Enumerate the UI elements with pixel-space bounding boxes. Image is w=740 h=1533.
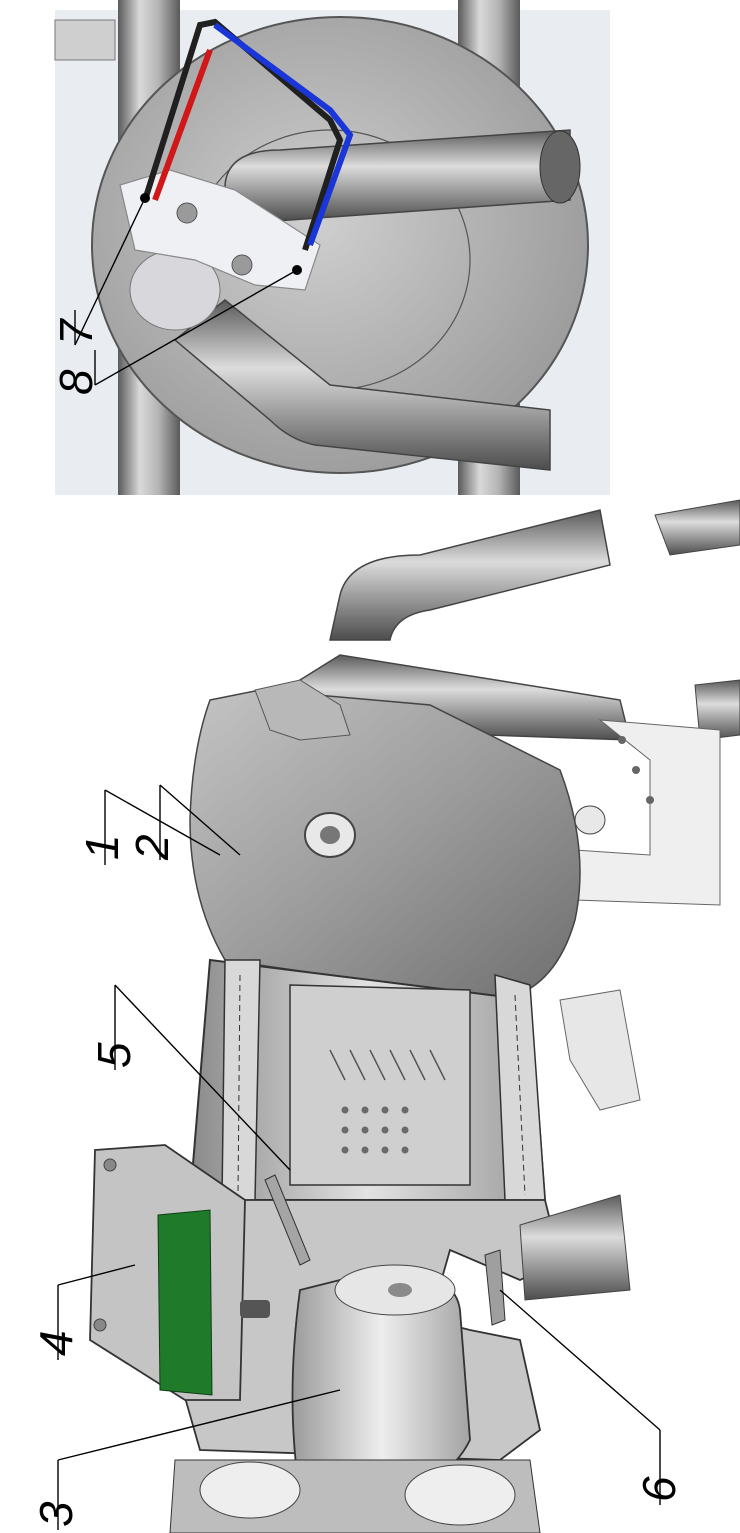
callout-labels: 7 8 1 2 5 4 3 6: [30, 318, 685, 1527]
callout-leaders-top: [74, 197, 298, 386]
mount-screw-1: [176, 202, 198, 224]
side-pipe: [519, 1194, 631, 1301]
outlet-pipe-upper-extension: [654, 499, 740, 556]
housing-wall-left: [221, 959, 261, 1201]
chamber-perforations: [341, 1106, 409, 1154]
callout-7: 7: [50, 318, 102, 345]
callout-5: 5: [88, 1042, 140, 1068]
terminal-mount-plate: [119, 169, 321, 291]
chamber-fins: [329, 1049, 446, 1081]
mount-screw-2: [231, 254, 253, 276]
wire-blue: [213, 22, 354, 247]
cutaway-view: [89, 499, 740, 1533]
air-opening-left: [199, 1461, 301, 1519]
intake-pipe-lower: [173, 299, 551, 471]
frame-bracket: [54, 19, 116, 61]
connector-plug: [240, 1300, 270, 1318]
callout-1: 1: [76, 834, 128, 860]
callout-2: 2: [126, 834, 178, 861]
air-opening-right: [404, 1464, 516, 1526]
circuit-board: [157, 1209, 213, 1396]
combustion-chamber: [289, 984, 471, 1186]
callout-leaders-bottom: [57, 784, 661, 1530]
wall-dash-right: [514, 994, 526, 1196]
callout-3: 3: [30, 1501, 82, 1527]
outlet-pipe-lower-extension: [694, 679, 740, 741]
wall-dash-left: [237, 974, 241, 1196]
callout-8: 8: [50, 369, 102, 395]
temperature-sensor: [484, 1249, 506, 1326]
exhaust-pipe-opening: [539, 130, 581, 204]
callout-6: 6: [633, 1476, 685, 1502]
callout-4: 4: [30, 1330, 82, 1356]
outlet-pipe-upper: [329, 509, 611, 641]
end-cap-lug-right: [574, 805, 606, 835]
end-cap-fitting: [254, 679, 351, 741]
top-view: [54, 0, 610, 495]
glow-plug: [264, 1174, 311, 1266]
wire-red: [152, 48, 213, 202]
mounting-bracket-lower: [559, 989, 641, 1111]
